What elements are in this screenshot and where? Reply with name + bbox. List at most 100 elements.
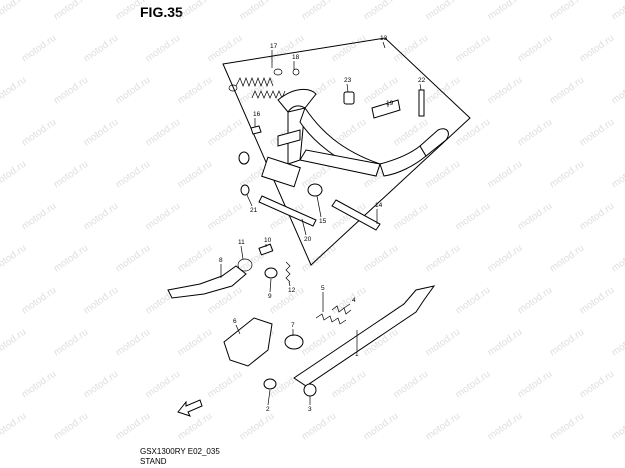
callout-label-3: 3 (308, 406, 312, 413)
watermark-text: motod.ru (206, 369, 245, 401)
watermark-text: motod.ru (362, 243, 401, 275)
watermark-text: motod.ru (516, 285, 555, 317)
watermark-text: motod.ru (206, 201, 245, 233)
ring-11 (237, 258, 253, 272)
watermark-text: motod.ru (82, 201, 121, 233)
callout-leader-12 (288, 281, 291, 287)
callout-leader-6 (235, 324, 241, 335)
watermark-text: motod.ru (238, 0, 277, 22)
callout-leader-15 (316, 195, 322, 218)
watermark-text: motod.ru (516, 33, 555, 65)
watermark-text: motod.ru (486, 411, 525, 443)
watermark-text: motod.ru (578, 117, 617, 149)
callout-leader-9 (269, 278, 272, 293)
watermark-text: motod.ru (424, 411, 463, 443)
watermark-text: motod.ru (82, 117, 121, 149)
watermark-text: motod.ru (0, 327, 28, 359)
watermark-text: motod.ru (610, 75, 625, 107)
watermark-text: motod.ru (392, 369, 431, 401)
watermark-text: motod.ru (516, 201, 555, 233)
watermark-text: motod.ru (516, 369, 555, 401)
watermark-text: motod.ru (0, 0, 28, 22)
watermark-text: motod.ru (52, 411, 91, 443)
nut-3 (303, 383, 317, 397)
spring-12 (285, 261, 291, 283)
bolt-14 (331, 199, 381, 231)
watermark-text: motod.ru (548, 327, 587, 359)
watermark-text: motod.ru (52, 159, 91, 191)
callout-label-6: 6 (233, 318, 237, 325)
callout-label-11: 11 (238, 239, 245, 246)
watermark-text: motod.ru (454, 201, 493, 233)
figure-title: FIG.35 (140, 4, 183, 20)
callout-label-8: 8 (219, 257, 223, 264)
watermark-text: motod.ru (454, 117, 493, 149)
callout-label-18: 18 (292, 54, 300, 61)
callout-label-10: 10 (264, 237, 272, 244)
watermark-text: motod.ru (114, 411, 153, 443)
watermark-text: motod.ru (20, 201, 59, 233)
collar-15b (307, 183, 323, 197)
callout-label-12: 12 (288, 287, 296, 294)
callout-label-19: 19 (386, 100, 394, 107)
bracket-6 (223, 317, 273, 367)
watermark-text: motod.ru (424, 327, 463, 359)
watermark-text: motod.ru (114, 327, 153, 359)
watermark-text: motod.ru (362, 411, 401, 443)
watermark-text: motod.ru (610, 327, 625, 359)
callout-leader-13 (382, 41, 386, 49)
callout-leader-23 (346, 83, 349, 93)
watermark-text: motod.ru (144, 117, 183, 149)
spring-5 (315, 313, 347, 325)
watermark-text: motod.ru (300, 0, 339, 22)
watermark-text: motod.ru (548, 411, 587, 443)
bracket-8 (167, 265, 247, 299)
watermark-text: motod.ru (114, 243, 153, 275)
watermark-text: motod.ru (144, 201, 183, 233)
watermark-text: motod.ru (144, 33, 183, 65)
pin-22 (418, 89, 425, 117)
collar-15a (238, 151, 250, 165)
watermark-text: motod.ru (114, 75, 153, 107)
watermark-text: motod.ru (20, 369, 59, 401)
callout-label-2: 2 (266, 406, 270, 413)
callout-label-21: 21 (250, 207, 258, 214)
watermark-text: motod.ru (52, 243, 91, 275)
watermark-text: motod.ru (52, 327, 91, 359)
callout-leader-21 (246, 194, 253, 207)
watermark-text: motod.ru (578, 33, 617, 65)
watermark-text: motod.ru (114, 0, 153, 22)
callout-label-20: 20 (304, 236, 312, 243)
assembly-outline-13 (222, 37, 471, 266)
watermark-text: motod.ru (516, 117, 555, 149)
watermark-text: motod.ru (578, 285, 617, 317)
callout-label-9: 9 (268, 293, 272, 300)
watermark-text: motod.ru (52, 0, 91, 22)
watermark-text: motod.ru (578, 369, 617, 401)
watermark-text: motod.ru (300, 243, 339, 275)
watermark-text: motod.ru (0, 411, 28, 443)
watermark-text: motod.ru (610, 243, 625, 275)
watermark-text: motod.ru (486, 75, 525, 107)
watermark-text: motod.ru (392, 201, 431, 233)
callout-label-14: 14 (375, 202, 383, 209)
watermark-text: motod.ru (454, 285, 493, 317)
watermark-text: motod.ru (424, 0, 463, 22)
watermark-text: motod.ru (330, 369, 369, 401)
watermark-text: motod.ru (548, 75, 587, 107)
watermark-text: motod.ru (52, 75, 91, 107)
callout-label-23: 23 (344, 77, 352, 84)
callout-leader-11 (240, 245, 244, 260)
watermark-text: motod.ru (548, 159, 587, 191)
figure-caption: STAND (140, 457, 167, 466)
watermark-text: motod.ru (82, 285, 121, 317)
callout-label-1: 1 (355, 351, 359, 358)
nut-2 (263, 378, 277, 390)
spring-4 (331, 305, 352, 315)
callout-leader-2 (267, 389, 271, 406)
watermark-text: motod.ru (0, 75, 28, 107)
callout-label-22: 22 (418, 77, 426, 84)
bolt-7 (284, 334, 304, 350)
